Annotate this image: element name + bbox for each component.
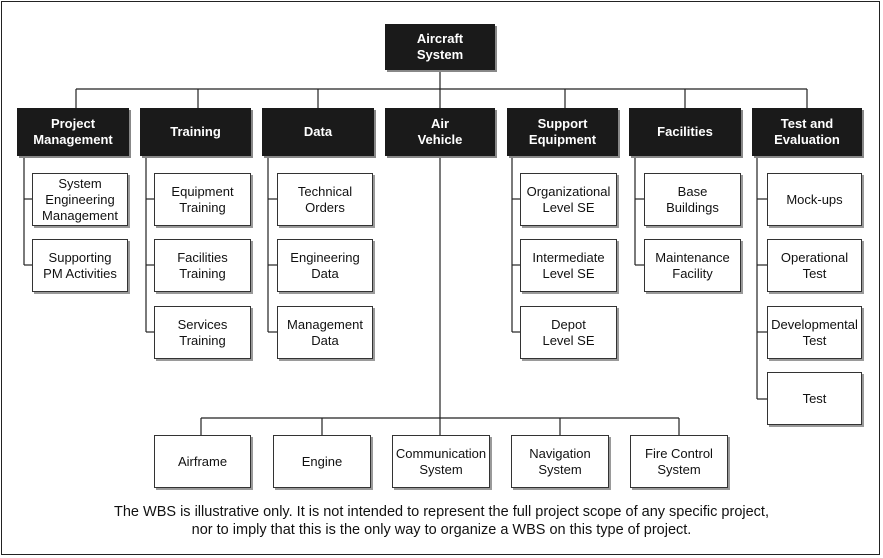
node-category: Facilities: [629, 108, 741, 156]
node-item: Depot Level SE: [520, 306, 617, 359]
node-item: Organizational Level SE: [520, 173, 617, 226]
node-item: Equipment Training: [154, 173, 251, 226]
node-item: Operational Test: [767, 239, 862, 292]
node-item: Engineering Data: [277, 239, 373, 292]
node-root: Aircraft System: [385, 24, 495, 70]
node-item: Supporting PM Activities: [32, 239, 128, 292]
node-category: Project Management: [17, 108, 129, 156]
node-item: Maintenance Facility: [644, 239, 741, 292]
node-item: Base Buildings: [644, 173, 741, 226]
node-item: Technical Orders: [277, 173, 373, 226]
node-item: Navigation System: [511, 435, 609, 488]
node-category: Training: [140, 108, 251, 156]
node-category: Test and Evaluation: [752, 108, 862, 156]
node-category: Data: [262, 108, 374, 156]
node-item: Fire Control System: [630, 435, 728, 488]
caption-line: nor to imply that this is the only way t…: [191, 522, 692, 538]
node-item: Developmental Test: [767, 306, 862, 359]
node-item: Mock-ups: [767, 173, 862, 226]
node-item: Management Data: [277, 306, 373, 359]
node-item: Services Training: [154, 306, 251, 359]
node-item: Airframe: [154, 435, 251, 488]
node-category: Air Vehicle: [385, 108, 495, 156]
node-item: Engine: [273, 435, 371, 488]
node-item: Communication System: [392, 435, 490, 488]
node-item: Test: [767, 372, 862, 425]
node-item: Intermediate Level SE: [520, 239, 617, 292]
node-item: Facilities Training: [154, 239, 251, 292]
node-category: Support Equipment: [507, 108, 618, 156]
node-item: System Engineering Management: [32, 173, 128, 226]
caption-line: The WBS is illustrative only. It is not …: [114, 504, 769, 520]
